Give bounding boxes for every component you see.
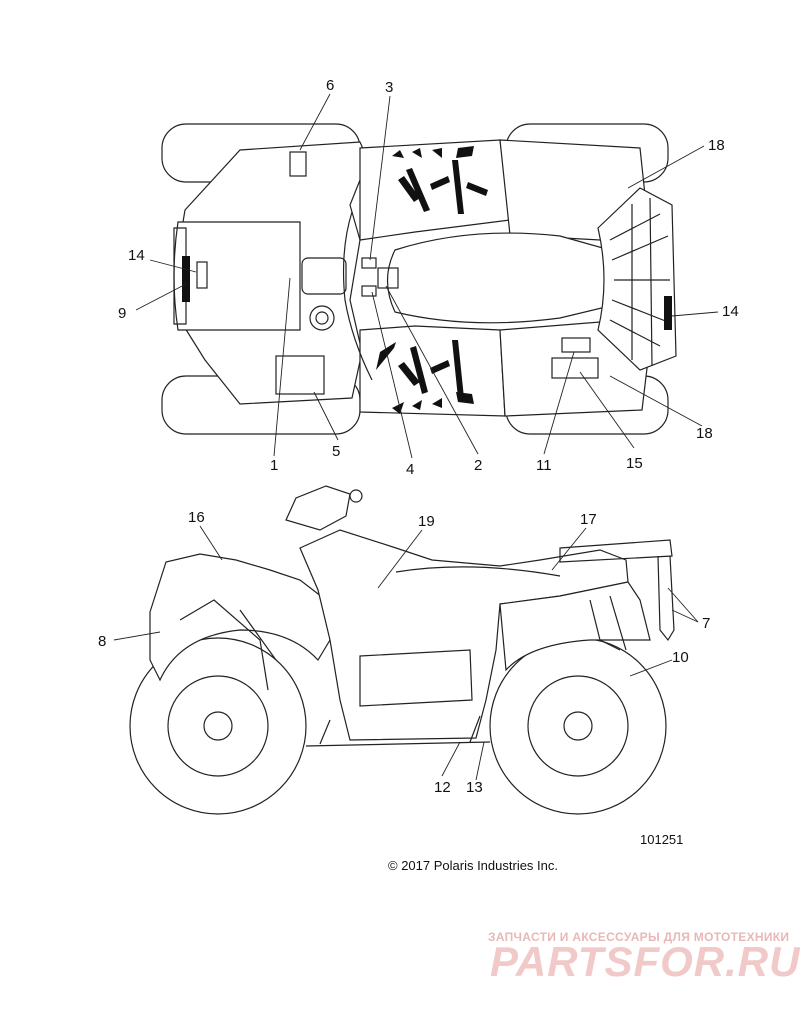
front-rack xyxy=(173,221,301,331)
front-suspension xyxy=(179,599,277,691)
callout-18-top: 18 xyxy=(708,137,725,154)
copyright: © 2017 Polaris Industries Inc. xyxy=(388,858,558,873)
decal-3b xyxy=(361,285,377,297)
callout-1: 1 xyxy=(270,457,278,474)
decal-11 xyxy=(561,337,591,353)
callout-10: 10 xyxy=(672,649,689,666)
watermark-brand: PARTSFOR.RU xyxy=(490,938,800,985)
rear-fender-right xyxy=(499,321,649,417)
decal-2 xyxy=(377,267,399,289)
leader-lines-top xyxy=(135,93,719,459)
watermark-tagline: ЗАПЧАСТИ И АКСЕССУАРЫ ДЛЯ МОТОТЕХНИКИ xyxy=(488,930,790,944)
rear-suspension xyxy=(589,595,627,651)
rear-wheel xyxy=(489,637,667,815)
atv-top-view xyxy=(161,123,677,435)
decal-6 xyxy=(289,151,307,177)
leader-lines-side xyxy=(113,525,699,781)
callout-5: 5 xyxy=(332,443,340,460)
gauge-pod xyxy=(301,257,347,295)
callout-11: 11 xyxy=(536,457,552,474)
handlebar xyxy=(342,211,373,381)
rear-rack-side xyxy=(559,539,673,563)
decal-5 xyxy=(275,355,325,395)
engine xyxy=(359,649,473,707)
front-wheel xyxy=(129,637,307,815)
callout-labels-top: 6 3 18 14 9 14 18 1 5 4 2 11 15 xyxy=(118,77,739,478)
graphic-decals-top xyxy=(182,146,672,414)
decal-15 xyxy=(551,357,599,379)
callout-14-rear: 14 xyxy=(722,303,739,320)
side-panel-left xyxy=(359,139,511,241)
callout-2: 2 xyxy=(474,457,482,474)
callout-3: 3 xyxy=(385,79,393,96)
callout-17: 17 xyxy=(580,511,597,528)
callout-7: 7 xyxy=(702,615,710,632)
callout-labels-side: 16 19 17 8 7 10 12 13 xyxy=(98,509,710,796)
callout-19: 19 xyxy=(418,513,435,530)
callout-15: 15 xyxy=(626,455,643,472)
callout-16: 16 xyxy=(188,509,205,526)
decal-3a xyxy=(361,257,377,269)
seat xyxy=(386,232,617,324)
callout-13: 13 xyxy=(466,779,483,796)
decal-14-front xyxy=(196,261,208,289)
seat-side xyxy=(395,566,561,577)
drawing-id: 101251 xyxy=(640,832,684,847)
callout-12: 12 xyxy=(434,779,451,796)
handlebar-side xyxy=(285,485,351,531)
callout-9: 9 xyxy=(118,305,126,322)
atv-side-view xyxy=(129,485,675,815)
callout-8: 8 xyxy=(98,633,106,650)
callout-4: 4 xyxy=(406,461,414,478)
front-bumper xyxy=(173,227,187,325)
callout-14-front: 14 xyxy=(128,247,145,264)
callout-6: 6 xyxy=(326,77,334,94)
callout-18-bottom: 18 xyxy=(696,425,713,442)
gas-cap xyxy=(309,305,335,331)
tow-bar xyxy=(657,555,675,642)
